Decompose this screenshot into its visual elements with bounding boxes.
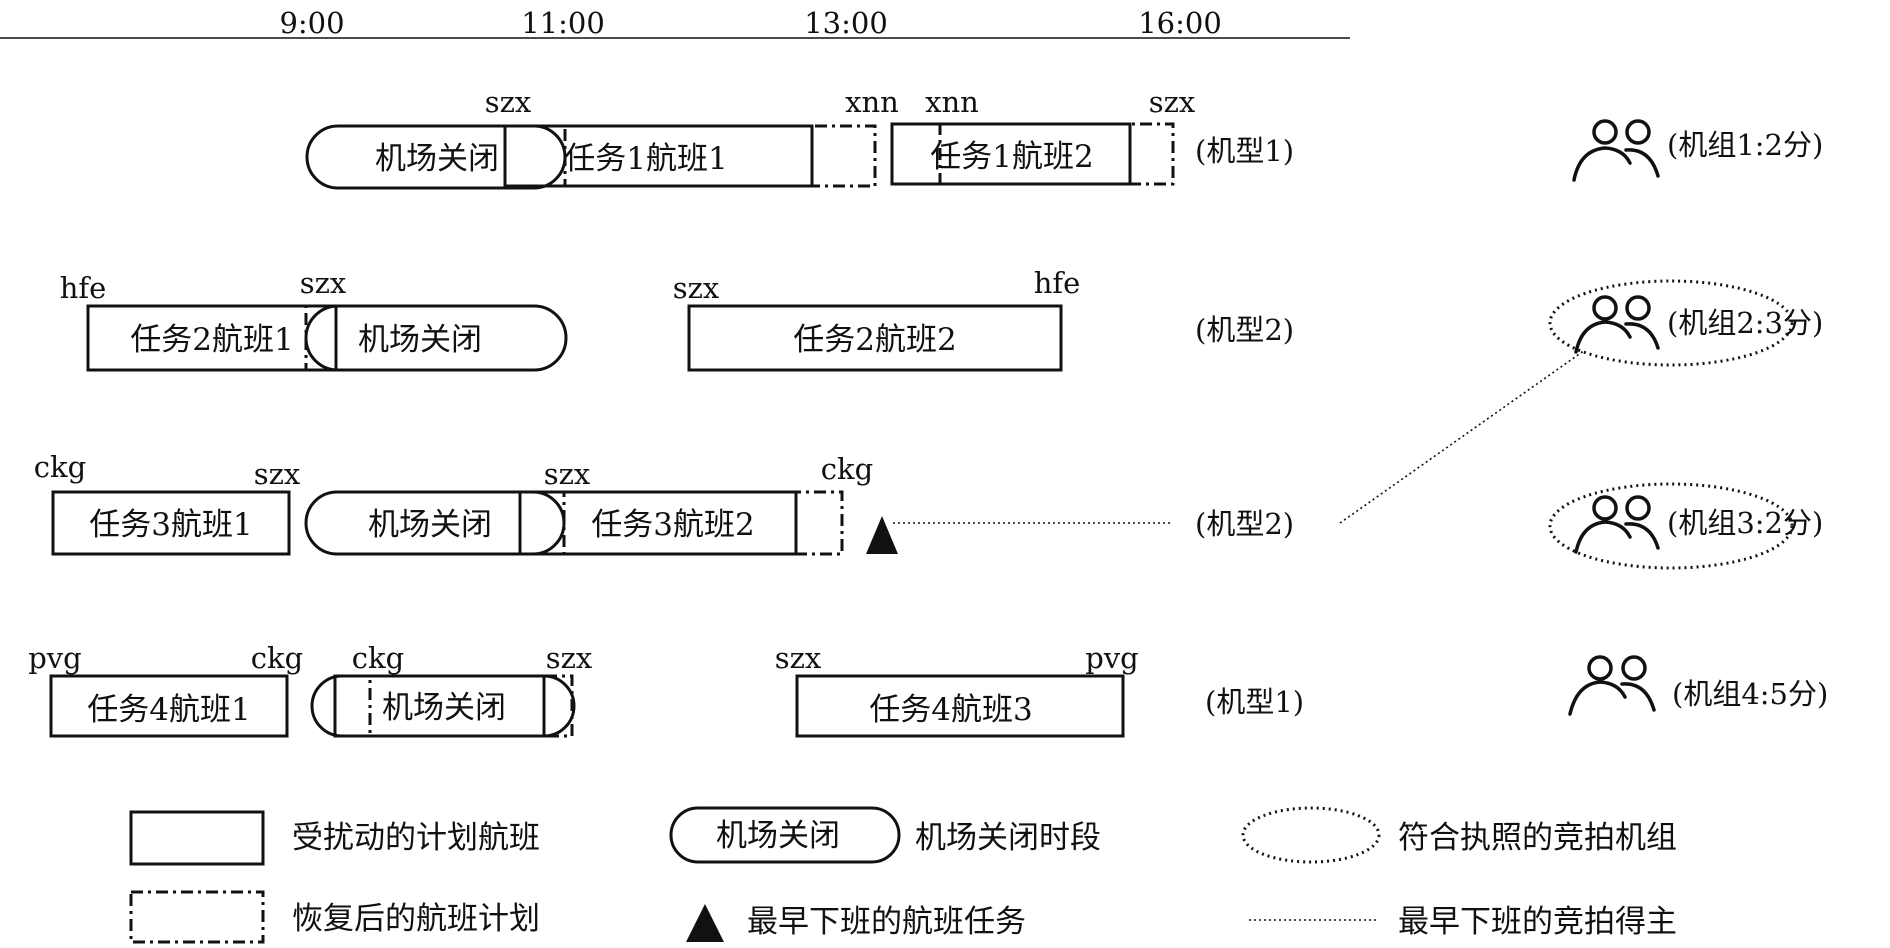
airport-code: szx <box>673 271 720 305</box>
crew-label: (机组3:2分) <box>1667 506 1823 540</box>
airport-closed-label: 机场关闭 <box>375 141 499 177</box>
legend-auction-winner-label: 最早下班的竞拍得主 <box>1398 904 1677 940</box>
recovered-flight <box>368 674 574 738</box>
disrupted-flight <box>795 674 1125 738</box>
airport-code: hfe <box>1034 266 1081 300</box>
legend: 受扰动的计划航班 恢复后的航班计划 机场关闭 机场关闭时段 最早下班的航班任务 … <box>129 806 1677 944</box>
time-label: 9:00 <box>279 6 344 40</box>
aircraft-type: (机型1) <box>1195 134 1294 168</box>
legend-oval-swatch <box>1241 806 1381 864</box>
airport-code: szx <box>254 457 301 491</box>
airport-code: szx <box>775 641 822 675</box>
airport-code: hfe <box>60 271 107 305</box>
flight-label: 任务2航班2 <box>793 322 956 358</box>
airport-closed-period <box>304 490 566 556</box>
airport-code: ckg <box>251 641 303 675</box>
disrupted-flight <box>49 674 289 738</box>
crew-icon <box>1572 119 1660 182</box>
legend-recovered-swatch <box>129 890 265 944</box>
aircraft-type: (机型2) <box>1195 507 1294 541</box>
airport-closed-period <box>304 304 568 372</box>
task-row-3: ckg szx szx ckg 任务3航班1 机场关闭 任务3航班2 (机型2)… <box>34 349 1823 570</box>
crew-label: (机组2:3分) <box>1667 306 1823 340</box>
legend-closure-swatch <box>669 806 901 864</box>
crew-label: (机组4:5分) <box>1672 677 1828 711</box>
airport-closed-label: 机场关闭 <box>382 690 506 726</box>
airport-code: pvg <box>28 641 82 675</box>
flight-label: 任务1航班2 <box>930 139 1093 175</box>
airport-code: ckg <box>352 641 404 675</box>
licensed-crew-oval <box>1548 279 1794 367</box>
legend-closure-swatch-label: 机场关闭 <box>716 818 840 854</box>
recovered-flight <box>562 490 844 556</box>
flight-label: 任务2航班1 <box>130 322 293 358</box>
legend-licensed-crew-label: 符合执照的竞拍机组 <box>1398 820 1677 856</box>
earliest-task-triangle <box>866 516 898 554</box>
aircraft-type: (机型1) <box>1205 685 1304 719</box>
airport-code: szx <box>1149 85 1196 119</box>
crew-icon <box>1568 655 1656 716</box>
airport-code: pvg <box>1085 641 1139 675</box>
airport-code: xnn <box>925 85 979 119</box>
airport-closed-label: 机场关闭 <box>358 322 482 358</box>
airport-code: szx <box>300 266 347 300</box>
flight-label: 任务4航班3 <box>869 692 1032 728</box>
airport-closed-label: 机场关闭 <box>368 507 492 543</box>
airport-code: szx <box>546 641 593 675</box>
winner-dotted-line <box>1339 349 1586 524</box>
task-row-4: pvg ckg ckg szx szx pvg 任务4航班1 机场关闭 任务4航… <box>28 641 1828 738</box>
task-row-2: hfe szx szx hfe 任务2航班1 机场关闭 任务2航班2 (机型2)… <box>60 266 1823 372</box>
crew-icon <box>1574 495 1660 554</box>
recovered-flight <box>563 124 877 188</box>
airport-code: xnn <box>845 85 899 119</box>
airport-code: szx <box>544 457 591 491</box>
flight-label: 任务3航班2 <box>591 507 754 543</box>
crew-label: (机组1:2分) <box>1667 128 1823 162</box>
licensed-crew-oval <box>1548 482 1794 570</box>
flight-label: 任务1航班1 <box>564 141 727 177</box>
legend-triangle-icon <box>686 904 724 942</box>
flight-label: 任务3航班1 <box>89 507 252 543</box>
disrupted-flight <box>687 304 1063 372</box>
legend-earliest-task-label: 最早下班的航班任务 <box>747 904 1026 940</box>
flight-label: 任务4航班1 <box>87 692 250 728</box>
crew-icon <box>1574 295 1660 354</box>
legend-recovered-label: 恢复后的航班计划 <box>292 901 540 937</box>
task-row-1: szx xnn xnn szx 机场关闭 任务1航班1 任务1航班2 (机型1)… <box>305 85 1823 190</box>
legend-closure-label: 机场关闭时段 <box>915 820 1101 856</box>
airport-code: szx <box>485 85 532 119</box>
aircraft-type: (机型2) <box>1195 313 1294 347</box>
airport-code: ckg <box>821 452 873 486</box>
legend-disrupted-label: 受扰动的计划航班 <box>292 820 540 856</box>
recovered-flight <box>938 122 1175 186</box>
time-label: 11:00 <box>521 6 605 40</box>
time-label: 13:00 <box>804 6 888 40</box>
disrupted-flight <box>51 490 291 556</box>
airport-code: ckg <box>34 450 86 484</box>
time-label: 16:00 <box>1138 6 1222 40</box>
legend-disrupted-swatch <box>129 810 265 866</box>
